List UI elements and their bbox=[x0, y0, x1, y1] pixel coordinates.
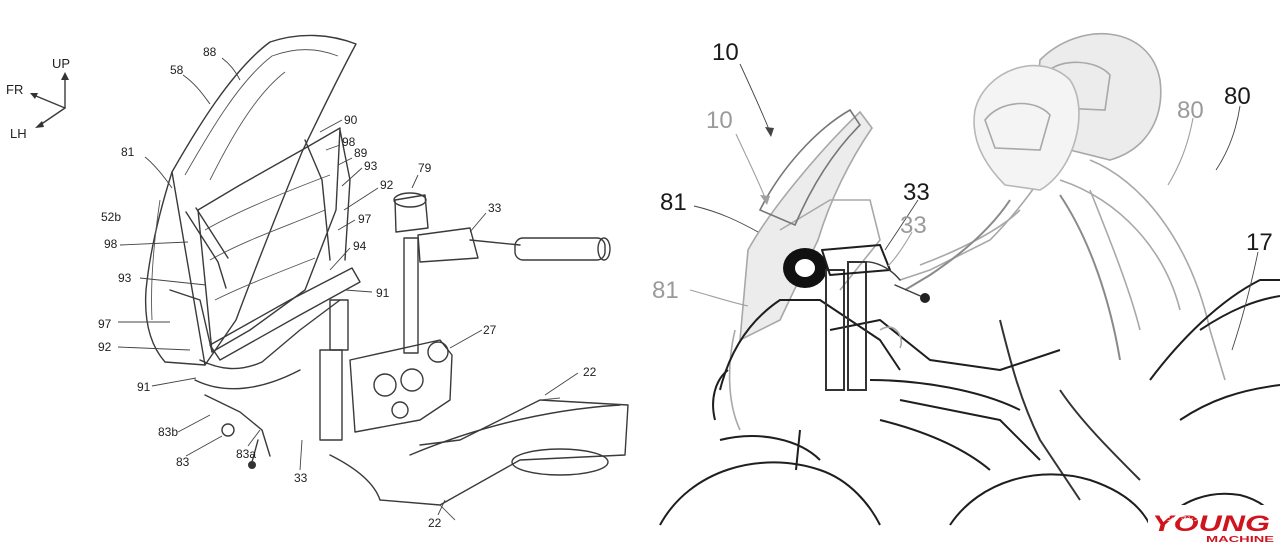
watermark-sub-jp: ヤングマシン bbox=[1160, 515, 1200, 523]
ref-33-handlebar: 33 bbox=[488, 201, 502, 215]
figure-gap bbox=[636, 0, 642, 545]
ref-97-top: 97 bbox=[358, 212, 372, 226]
ref-33-ghost: 33 bbox=[900, 212, 927, 239]
ref-81: 81 bbox=[121, 145, 135, 159]
ref-98-left: 98 bbox=[104, 237, 118, 251]
right-figure: 10 10 81 81 33 33 80 80 17 bbox=[652, 32, 1280, 526]
ref-91-left: 91 bbox=[137, 380, 151, 394]
ref-83a: 83a bbox=[236, 447, 256, 461]
ref-80-ghost: 80 bbox=[1177, 97, 1204, 124]
ref-89: 89 bbox=[354, 146, 368, 160]
ref-17-dark: 17 bbox=[1246, 229, 1273, 256]
ref-10-dark: 10 bbox=[712, 39, 739, 66]
ref-94: 94 bbox=[353, 239, 367, 253]
ref-98-top: 98 bbox=[342, 135, 356, 149]
ref-81-dark: 81 bbox=[660, 189, 687, 216]
windscreen-ghost bbox=[728, 110, 881, 431]
windscreen-dark bbox=[712, 108, 1280, 471]
young-machine-watermark: YOUNG ヤングマシン MACHINE bbox=[1148, 505, 1280, 545]
ref-97-left: 97 bbox=[98, 317, 112, 331]
ref-22-bottom: 22 bbox=[428, 516, 442, 530]
ref-90: 90 bbox=[344, 113, 358, 127]
rider-leaning bbox=[904, 64, 1141, 501]
ref-79: 79 bbox=[418, 161, 432, 175]
ref-22-frame: 22 bbox=[583, 365, 597, 379]
ref-58: 58 bbox=[170, 63, 184, 77]
ref-92-left: 92 bbox=[98, 340, 112, 354]
ref-81-ghost: 81 bbox=[652, 277, 679, 304]
ref-83b: 83b bbox=[158, 425, 178, 439]
ref-91-right: 91 bbox=[376, 286, 390, 300]
left-figure: UP FR LH 88 58 90 81 98 89 93 79 92 52b … bbox=[6, 34, 629, 530]
ref-80-dark: 80 bbox=[1224, 83, 1251, 110]
ref-88: 88 bbox=[203, 45, 217, 59]
ref-33-lower: 33 bbox=[294, 471, 308, 485]
ref-83: 83 bbox=[176, 455, 190, 469]
axis-left-label: LH bbox=[10, 126, 27, 141]
ref-27: 27 bbox=[483, 323, 497, 337]
watermark-main: YOUNG bbox=[1152, 511, 1270, 536]
ref-93-top: 93 bbox=[364, 159, 378, 173]
ref-93-left: 93 bbox=[118, 271, 132, 285]
front-fork bbox=[795, 244, 930, 471]
ref-10-ghost: 10 bbox=[706, 107, 733, 134]
axis-front-label: FR bbox=[6, 82, 23, 97]
watermark-sub-en: MACHINE bbox=[1206, 535, 1275, 544]
axis-up-label: UP bbox=[52, 56, 70, 71]
direction-indicator bbox=[30, 72, 69, 128]
ref-33-dark: 33 bbox=[903, 179, 930, 206]
ref-92-top: 92 bbox=[380, 178, 394, 192]
ref-52b: 52b bbox=[101, 210, 121, 224]
